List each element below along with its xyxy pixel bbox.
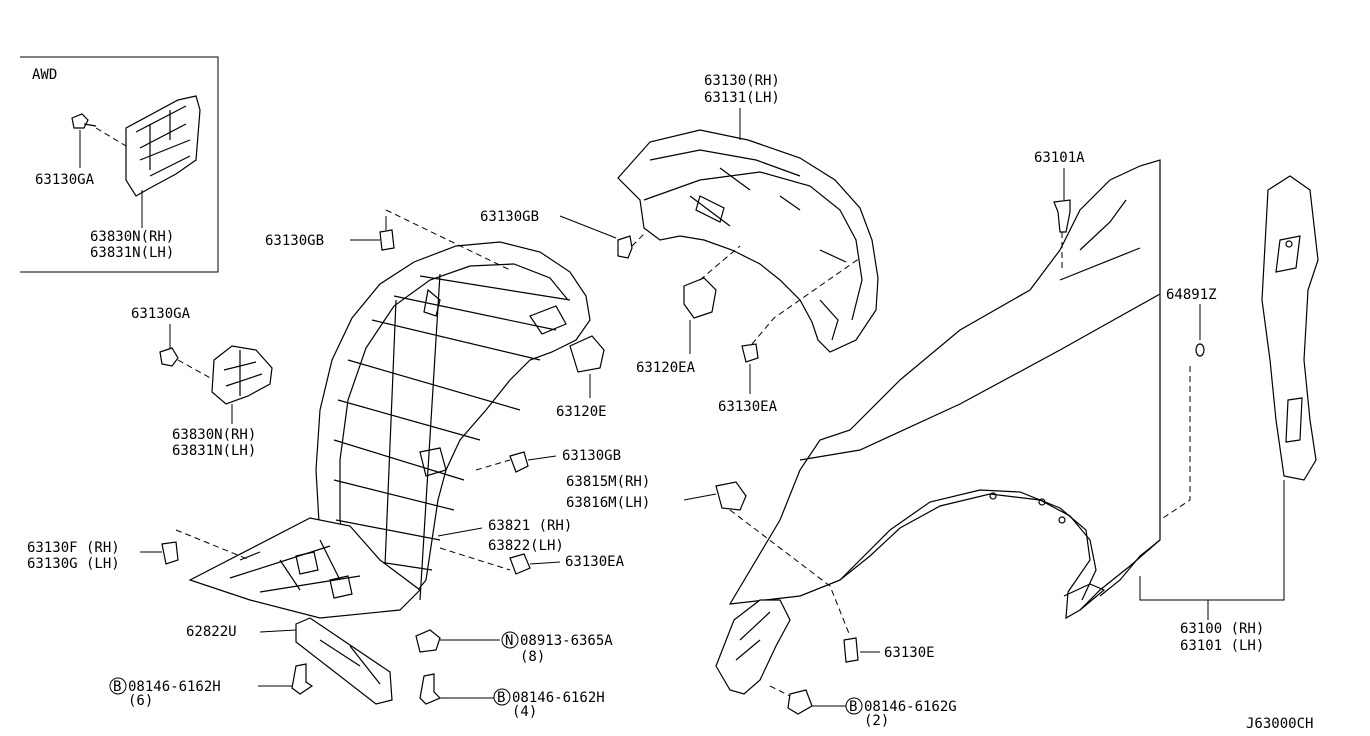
clip-63130E [843, 637, 859, 663]
label-63130EA-upper: 63130EA [718, 399, 778, 415]
clip-63130GA [159, 347, 179, 367]
rear-splash-shield [617, 129, 879, 353]
label-63130EA-lower: 63130EA [565, 554, 625, 570]
label-08146G-qty: (2) [864, 713, 889, 729]
callout-08146H-b-letter: B [497, 690, 505, 706]
label-63130GB-upper: 63130GB [480, 209, 539, 225]
label-63101A: 63101A [1034, 150, 1085, 166]
inset-clip-part [71, 113, 89, 129]
nut-08913 [415, 629, 441, 653]
label-63830N: 63830N(RH) [172, 427, 256, 443]
label-08146H-a: 08146-6162H [128, 679, 221, 695]
diagram-code: J63000CH [1246, 716, 1313, 732]
callout-08146G-letter: B [849, 699, 857, 715]
undercover-part [188, 517, 421, 619]
label-08146H-a-qty: (6) [128, 693, 153, 709]
awd-inset: AWD 63130GA 63830N(RH) 63831N(LH) [20, 56, 219, 273]
clip-63130EA-lower [509, 553, 531, 575]
bolt-63101A [1053, 199, 1071, 233]
inset-frame [20, 56, 219, 273]
clip-63130EA-upper [741, 343, 759, 363]
callout-08913-letter: N [505, 633, 513, 649]
label-63130GA: 63130GA [131, 306, 191, 322]
label-63130G: 63130G (LH) [27, 556, 120, 572]
callout-08913 [501, 631, 519, 649]
label-63101: 63101 (LH) [1180, 638, 1264, 654]
label-64891Z: 64891Z [1166, 287, 1217, 303]
callout-08146H-b [493, 688, 511, 706]
label-63120E: 63120E [556, 404, 607, 420]
label-08146H-b-qty: (4) [512, 704, 537, 720]
clip-63130GB-left [379, 229, 395, 251]
label-63822: 63822(LH) [488, 538, 564, 554]
label-63821: 63821 (RH) [488, 518, 572, 534]
clip-63815M [715, 481, 747, 511]
bracket-62822U [295, 617, 393, 705]
inset-title: AWD [32, 67, 57, 83]
label-63130GB-right: 63130GB [562, 448, 621, 464]
label-08913-qty: (8) [520, 649, 545, 665]
callout-08146G [845, 697, 863, 715]
bolt-08146H-b [419, 673, 442, 705]
front-fender-panel [728, 159, 1161, 620]
label-63130F: 63130F (RH) [27, 540, 120, 556]
bracket-63120EA [683, 277, 717, 319]
clip-63130F [161, 541, 179, 565]
fender-lower-bracket [715, 599, 791, 695]
label-63815M: 63815M(RH) [566, 474, 650, 490]
pad-64891Z [1195, 343, 1205, 357]
label-63816M: 63816M(LH) [566, 495, 650, 511]
inset-label-63830N: 63830N(RH) [90, 229, 174, 245]
label-63130GB-left: 63130GB [265, 233, 324, 249]
label-63831N: 63831N(LH) [172, 443, 256, 459]
callout-08146H-a-letter: B [113, 679, 121, 695]
inset-bracket-part [125, 95, 201, 197]
callout-08146H-a [109, 677, 127, 695]
clip-63130GB-right [509, 451, 529, 473]
fender-side-strip [1261, 175, 1319, 481]
inset-label-63831N: 63831N(LH) [90, 245, 174, 261]
bracket-63120E [569, 335, 605, 373]
label-63130-rh: 63130(RH) [704, 73, 780, 89]
label-08146G: 08146-6162G [864, 699, 957, 715]
label-63131-lh: 63131(LH) [704, 90, 780, 106]
bolt-08146G [787, 689, 813, 715]
bolt-08146H-a [291, 663, 314, 695]
front-fender-protector [315, 241, 591, 613]
inset-label-63130GA: 63130GA [35, 172, 95, 188]
label-63120EA: 63120EA [636, 360, 696, 376]
bracket-63830N [211, 345, 273, 405]
label-62822U: 62822U [186, 624, 237, 640]
label-08913: 08913-6365A [520, 633, 613, 649]
label-63100: 63100 (RH) [1180, 621, 1264, 637]
label-08146H-b: 08146-6162H [512, 690, 605, 706]
clip-63130GB-upper [617, 235, 633, 259]
label-63130E: 63130E [884, 645, 935, 661]
